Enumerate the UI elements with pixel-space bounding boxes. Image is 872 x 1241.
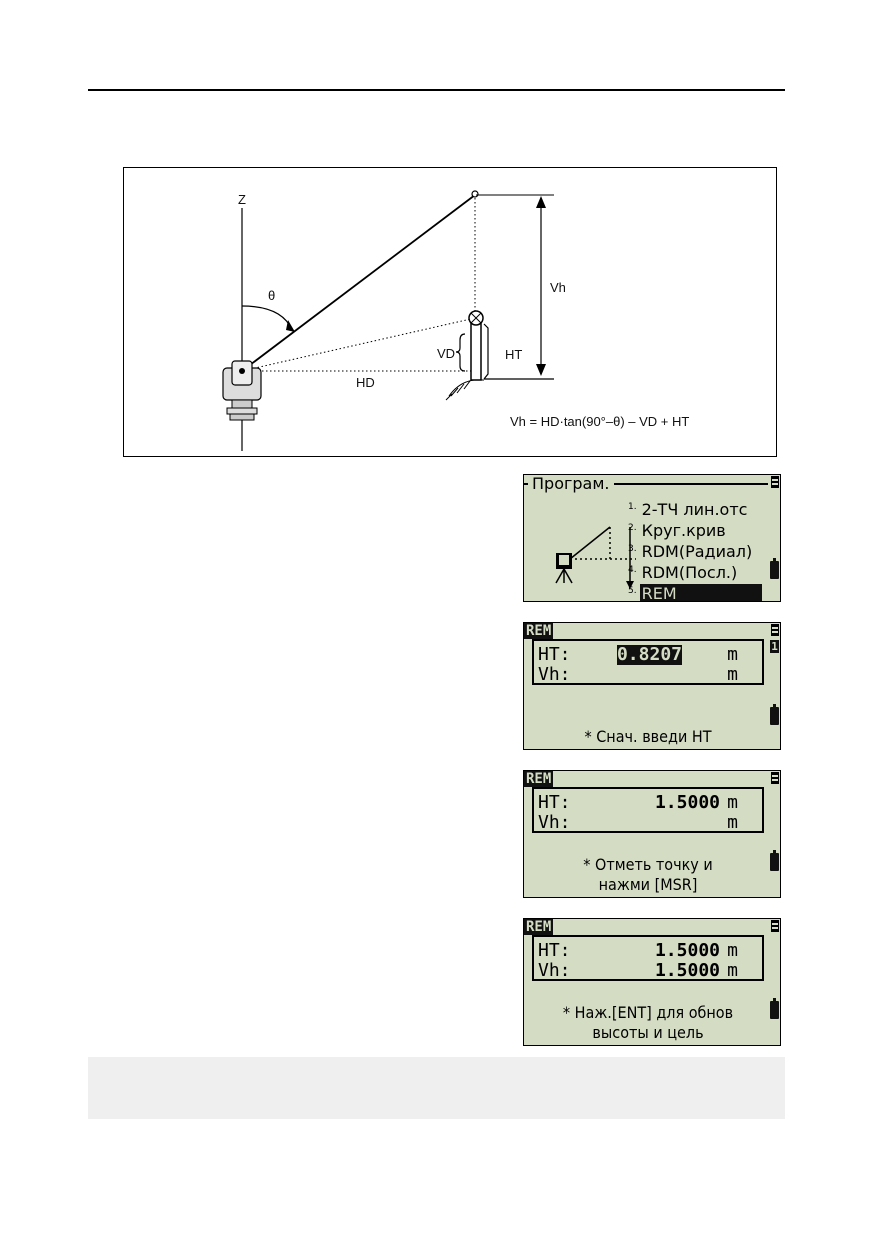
ht-input[interactable]: 0.8207 [616, 644, 682, 665]
lcd-rem-screen-3: REM HT: 1.5000 m Vh: 1.5000 m * Наж.[ENT… [523, 918, 781, 1046]
vh-row: Vh: 1.5000 m [538, 961, 738, 981]
ground-mound [448, 379, 484, 397]
battery-icon [770, 704, 779, 725]
scroll-down-icon [766, 587, 776, 592]
status-message-line-1: * Наж.[ENT] для обнов [562, 1003, 734, 1022]
menu-item-5-selected[interactable]: 5.REM [628, 581, 778, 601]
note-band [88, 1057, 785, 1119]
menu-item-4[interactable]: 4.RDM(Посл.) [628, 563, 738, 583]
theta-label: θ [268, 288, 275, 303]
rem-title: REM [524, 623, 554, 639]
ht-value: 1.5000 [654, 792, 720, 813]
instrument-center [239, 368, 245, 374]
ht-value: 1.5000 [654, 940, 720, 961]
vh-unit: m [727, 960, 738, 981]
rem-mini-diagram-icon [555, 526, 636, 589]
battery-icon [770, 558, 779, 579]
status-message-line-1: * Отметь точку и [583, 855, 713, 874]
vh-unit: m [727, 812, 738, 833]
lcd-rem-screen-2: REM HT: 1.5000 m Vh: m * Отметь точку и … [523, 770, 781, 898]
status-message: * Снач. введи HT [584, 727, 712, 746]
theta-arc [241, 305, 293, 331]
scroll-corner-icon [771, 772, 779, 784]
vd-brace [455, 333, 466, 372]
ht-label: HT: [538, 940, 571, 961]
values-box [532, 639, 764, 685]
menu-item-2[interactable]: 2.Круг.крив [628, 521, 726, 541]
vh-label: Vh: [538, 960, 571, 981]
vh-label: Vh: [538, 664, 571, 685]
menu-title-rule [524, 483, 768, 485]
vh-label: Vh [550, 280, 566, 295]
prism-pole [470, 322, 482, 381]
lcd-menu-screen: Програм. 1.2-ТЧ лин.отс 2.Круг.крив 3.RD… [523, 474, 781, 602]
ht-unit: m [727, 792, 738, 813]
page-indicator: 1 [770, 640, 779, 653]
vh-arrow-top [536, 196, 546, 208]
z-label: Z [238, 192, 246, 207]
vd-label: VD [437, 346, 455, 361]
vh-row: Vh: m [538, 813, 738, 833]
menu-title: Програм. [528, 475, 614, 493]
vh-label: Vh: [538, 812, 571, 833]
values-box [532, 787, 764, 833]
battery-icon [770, 850, 779, 871]
status-message-line-2: высоты и цель [592, 1023, 704, 1042]
target-point [471, 190, 479, 198]
theta-arrow [286, 320, 295, 332]
ht-row: HT: 1.5000 m [538, 941, 738, 961]
vh-arrow-bottom [536, 364, 546, 376]
header-rule [88, 89, 785, 91]
ht-label: HT: [538, 644, 571, 665]
formula-text: Vh = HD·tan(90°–θ) – VD + HT [510, 414, 689, 429]
rem-title: REM [524, 771, 554, 787]
hd-label: HD [356, 375, 375, 390]
vh-unit: m [727, 664, 738, 685]
ht-bracket [483, 323, 489, 380]
scroll-corner-icon [771, 920, 779, 932]
ht-label: HT: [538, 792, 571, 813]
scroll-corner-icon [771, 624, 779, 636]
lcd-rem-screen-1: REM 1 HT: 0.8207 m Vh: m * Снач. введи H… [523, 622, 781, 750]
vh-value: 1.5000 [654, 960, 720, 981]
values-box [532, 935, 764, 981]
ht-unit: m [727, 644, 738, 665]
menu-item-1[interactable]: 1.2-ТЧ лин.отс [628, 500, 748, 520]
vh-row: Vh: m [538, 665, 738, 685]
rem-title: REM [524, 919, 554, 935]
sight-line [241, 194, 476, 372]
menu-item-3[interactable]: 3.RDM(Радиал) [628, 542, 753, 562]
scroll-corner-icon [771, 476, 779, 488]
rem-diagram: Z θ Vh VD HT HD [123, 167, 777, 457]
ht-row[interactable]: HT: 0.8207 m [538, 645, 738, 665]
status-message-line-2: нажми [MSR] [598, 875, 698, 894]
rem-diagram-svg: Z θ Vh VD HT HD [222, 190, 689, 451]
ht-unit: m [727, 940, 738, 961]
ht-row: HT: 1.5000 m [538, 793, 738, 813]
battery-icon [770, 998, 779, 1019]
ht-label: HT [505, 347, 522, 362]
